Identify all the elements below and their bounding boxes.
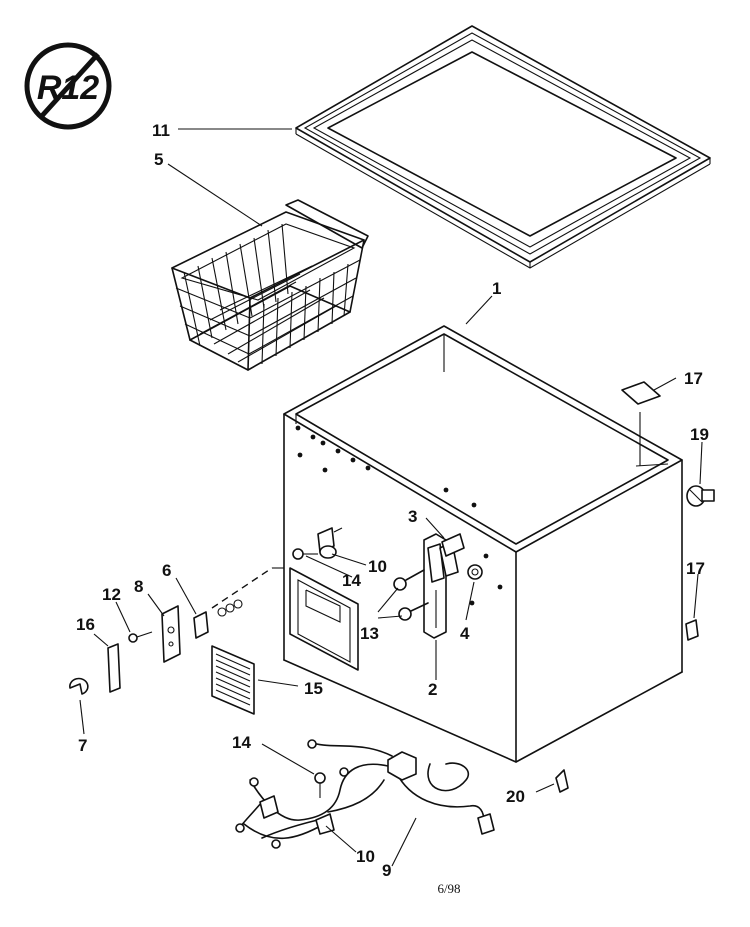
callout-17-side: 17 [686,559,705,578]
grille-part [211,645,255,715]
callout-1: 1 [492,279,501,298]
screws-part-13 [393,569,429,621]
label-part-top [621,381,661,405]
callout-19: 19 [690,425,709,444]
clip-part-20 [555,769,569,793]
label-part-side [685,619,699,641]
knob-part-7 [69,677,89,695]
callout-6: 6 [162,561,171,580]
thermostat-part [193,567,284,639]
screw-part-14-lower [314,772,326,798]
wiring-harness-part [235,739,495,849]
nut-part-4 [467,564,483,580]
callout-15: 15 [304,679,323,698]
hinge-bracket-part [441,533,465,557]
callout-7: 7 [78,736,87,755]
callout-labels: 11 5 1 17 19 3 10 14 13 4 2 17 6 8 12 16… [76,121,709,880]
r12-badge: R12 [24,42,112,130]
screw-part-14-upper [292,548,318,560]
callout-13: 13 [360,624,379,643]
callout-2: 2 [428,680,437,699]
callout-3: 3 [408,507,417,526]
strip-part-16 [107,643,121,693]
callout-14-lower: 14 [232,733,251,752]
leader-lines [79,128,703,867]
callout-16: 16 [76,615,95,634]
callout-20: 20 [506,787,525,806]
callout-8: 8 [134,577,143,596]
callout-17-top: 17 [684,369,703,388]
callout-5: 5 [154,150,163,169]
screw-part-12 [128,631,153,643]
clip-part-10-upper [317,527,343,559]
knob-part [686,485,715,507]
callout-9: 9 [382,861,391,880]
control-panel-part [161,605,181,663]
lid-gasket-part [295,25,711,269]
callout-4: 4 [460,624,470,643]
callout-11: 11 [152,121,170,140]
footer-date: 6/98 [437,881,460,896]
callout-10-lower: 10 [356,847,375,866]
callout-14-upper: 14 [342,571,361,590]
callout-12: 12 [102,585,121,604]
callout-10-upper: 10 [368,557,387,576]
wire-basket-part [171,199,369,371]
cabinet-part [283,325,683,763]
